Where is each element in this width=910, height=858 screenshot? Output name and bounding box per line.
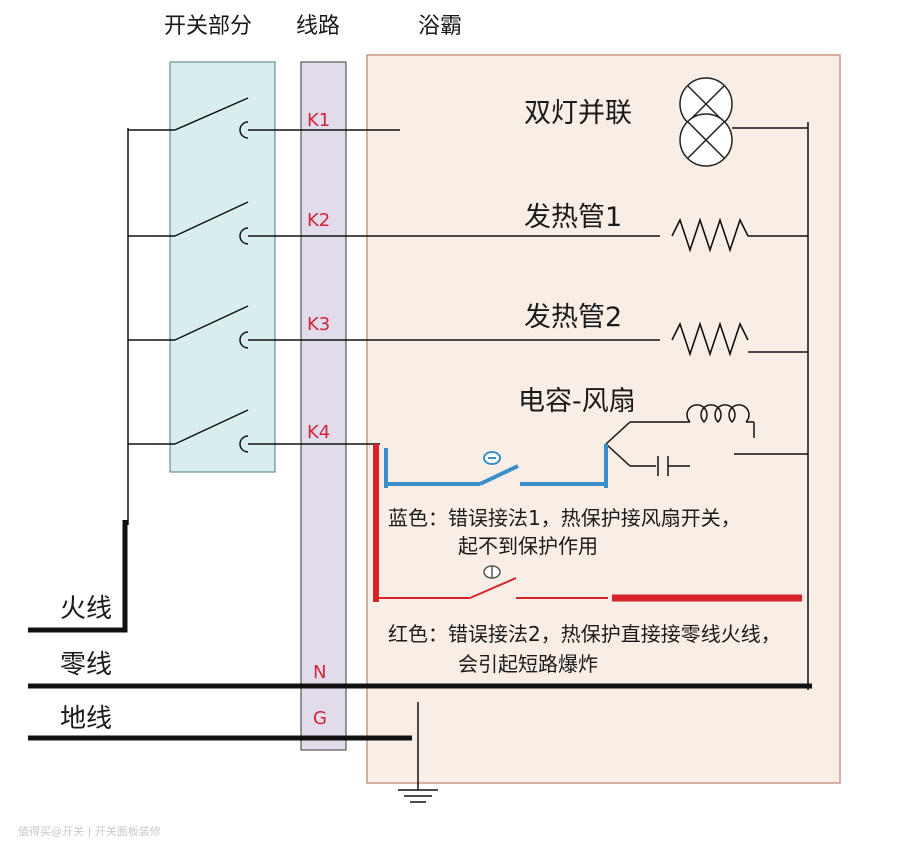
switch-k3 xyxy=(128,305,660,349)
lamp-pair-icon xyxy=(679,77,733,167)
heater2-label: 发热管2 xyxy=(524,302,623,333)
terminal-k1: K1 xyxy=(307,110,331,131)
terminal-k3: K3 xyxy=(307,314,331,335)
bath-heater-header: 浴霸 xyxy=(418,14,463,39)
line-strip xyxy=(300,61,347,751)
terminal-n: N xyxy=(313,662,327,683)
blue-note-line1: 蓝色：错误接法1，热保护接风扇开关， xyxy=(388,506,741,530)
red-note-line2: 会引起短路爆炸 xyxy=(458,652,598,676)
switch-k1 xyxy=(128,97,400,139)
live-wire-label: 火线 xyxy=(60,594,113,624)
lamps-label: 双灯并联 xyxy=(524,98,632,129)
switch-k4 xyxy=(128,409,380,453)
live-thick-wire xyxy=(28,520,128,633)
terminal-k4: K4 xyxy=(307,422,331,443)
terminal-k2: K2 xyxy=(307,210,331,231)
switch-panel xyxy=(169,61,276,473)
watermark: 值得买@开关 | 开关面板装修 xyxy=(18,825,161,838)
terminal-g: G xyxy=(313,708,327,729)
capacitor-fan-label: 电容-风扇 xyxy=(518,386,636,417)
switch-k2 xyxy=(128,201,660,245)
heater1-icon xyxy=(671,217,749,253)
thermal-protector-red-icon xyxy=(483,565,501,579)
blue-wrong-wiring xyxy=(384,444,608,488)
ground-wire-label: 地线 xyxy=(60,704,113,734)
line-section-header: 线路 xyxy=(296,14,341,39)
ground-icon xyxy=(398,702,438,803)
capacitor-icon xyxy=(657,456,690,476)
heater1-label: 发热管1 xyxy=(524,202,623,233)
heater2-icon xyxy=(671,321,749,357)
bath-heater-box xyxy=(366,54,841,784)
neutral-wire-label: 零线 xyxy=(60,650,113,680)
blue-note-line2: 起不到保护作用 xyxy=(458,534,598,558)
thermal-protector-blue-icon xyxy=(483,451,501,465)
switch-section-header: 开关部分 xyxy=(164,14,253,39)
red-note-line1: 红色：错误接法2，热保护直接接零线火线， xyxy=(388,622,781,646)
fan-motor-icon xyxy=(605,404,755,467)
red-wrong-wiring xyxy=(373,444,802,602)
